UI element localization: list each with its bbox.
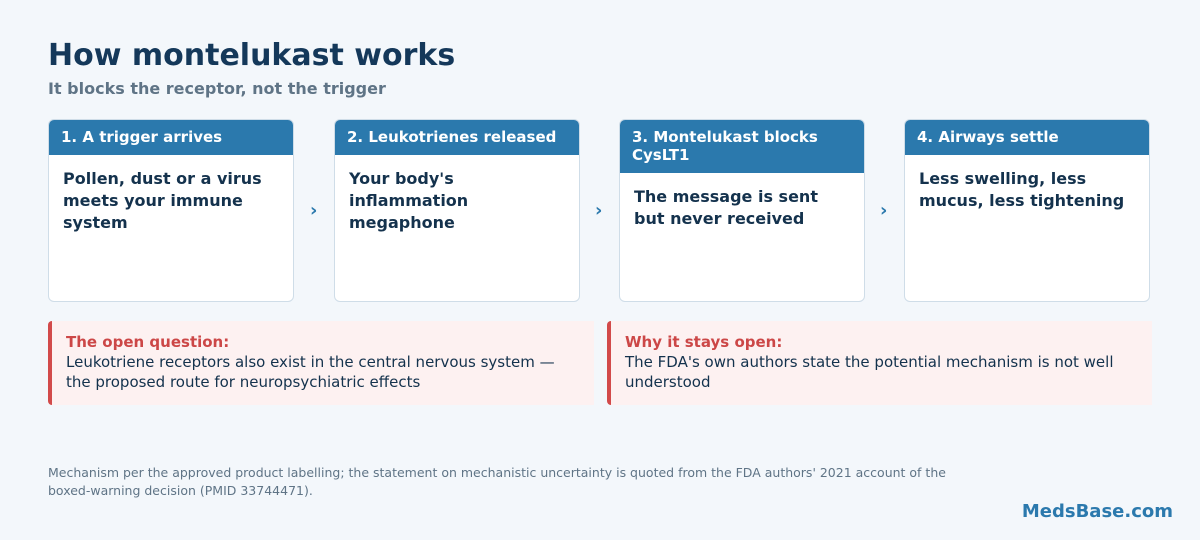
callout-open-question: The open question: Leukotriene receptors… [48,321,594,405]
step-heading: 3. Montelukast blocks CysLT1 [620,120,864,173]
callout-text: Leukotriene receptors also exist in the … [66,353,555,391]
page-title: How montelukast works [48,38,456,73]
step-card-leukotrienes: 2. Leukotrienes released Your body's inf… [334,119,580,302]
source-footnote: Mechanism per the approved product label… [48,465,946,498]
chevron-right-icon: › [880,200,888,221]
mechanism-steps: 1. A trigger arrives Pollen, dust or a v… [48,119,1152,304]
chevron-right-icon: › [310,200,318,221]
step-heading: 2. Leukotrienes released [335,120,579,155]
step-description: Less swelling, less mucus, less tighteni… [919,169,1125,210]
step-description: The message is sent but never received [634,187,818,228]
step-description: Pollen, dust or a virus meets your immun… [63,169,262,232]
callout-title: Why it stays open: [625,333,783,351]
callout-why-open: Why it stays open: The FDA's own authors… [607,321,1152,405]
chevron-right-icon: › [595,200,603,221]
step-card-airways: 4. Airways settle Less swelling, less mu… [904,119,1150,302]
step-description: Your body's inflammation megaphone [349,169,469,232]
step-card-montelukast: 3. Montelukast blocks CysLT1 The message… [619,119,865,302]
step-heading: 4. Airways settle [905,120,1149,155]
brand-logo-text: MedsBase.com [1021,501,1173,522]
page-subtitle: It blocks the receptor, not the trigger [48,79,386,98]
callout-text: The FDA's own authors state the potentia… [625,353,1114,391]
callout-title: The open question: [66,333,230,351]
step-heading: 1. A trigger arrives [49,120,293,155]
step-card-trigger: 1. A trigger arrives Pollen, dust or a v… [48,119,294,302]
